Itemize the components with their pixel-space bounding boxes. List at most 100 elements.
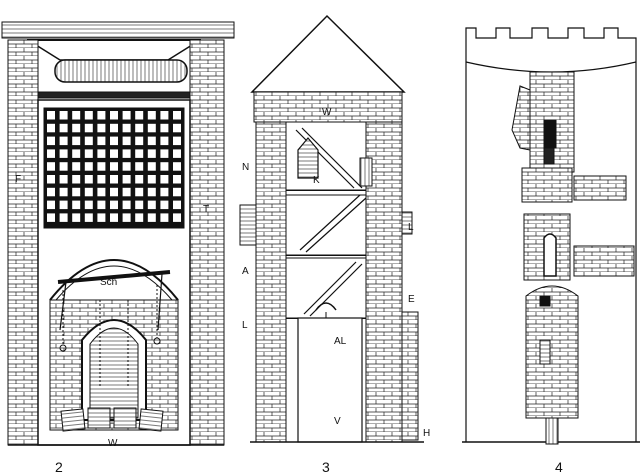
portcullis-opening <box>173 123 181 133</box>
portcullis-opening <box>84 200 93 210</box>
portcullis-opening <box>122 149 131 158</box>
side-oriel <box>239 204 257 246</box>
portcullis-opening <box>110 123 118 133</box>
label-W-panel2: W <box>108 438 118 449</box>
portcullis-opening <box>147 200 156 210</box>
portcullis-opening <box>84 175 93 184</box>
label-A: A <box>242 266 249 277</box>
portcullis-opening <box>122 111 131 120</box>
label-H: H <box>423 428 430 439</box>
left-wall <box>7 39 39 446</box>
drawbridge-boards <box>60 407 164 432</box>
tower-parapet <box>253 91 403 123</box>
portcullis-opening <box>160 149 169 158</box>
label-Sch: Sch <box>100 277 117 288</box>
portcullis-opening <box>110 213 118 222</box>
portcullis-opening <box>135 111 144 120</box>
portcullis-opening <box>59 149 68 158</box>
portcullis-opening <box>110 136 118 146</box>
battlements <box>465 27 637 62</box>
panel-4-tower-cutaway <box>462 27 640 445</box>
outer-wall-annex <box>401 311 419 441</box>
broken-masonry <box>511 85 531 151</box>
side-annex-lower <box>573 245 635 277</box>
portcullis-opening <box>173 162 181 171</box>
portcullis-opening <box>173 175 181 184</box>
portcullis-opening <box>135 213 144 222</box>
portcullis-opening <box>122 213 131 222</box>
portcullis-opening <box>160 200 169 210</box>
tower-roof <box>250 14 406 93</box>
label-L-upper: L <box>408 222 414 233</box>
portcullis-opening <box>97 187 106 197</box>
portcullis-opening <box>59 123 68 133</box>
portcullis-opening <box>59 111 68 120</box>
portcullis-opening <box>47 162 55 171</box>
portcullis-opening <box>72 162 81 171</box>
portcullis-opening <box>97 200 106 210</box>
arched-window <box>543 233 557 277</box>
portcullis-opening <box>122 162 131 171</box>
tower-window <box>359 157 373 187</box>
panel-2-gatehouse <box>1 21 235 446</box>
label-N: N <box>242 162 249 173</box>
portcullis-opening <box>147 213 156 222</box>
portcullis-opening <box>135 123 144 133</box>
portcullis-opening <box>147 162 156 171</box>
portcullis-opening <box>147 123 156 133</box>
portcullis-opening <box>97 136 106 146</box>
label-E: E <box>408 294 415 305</box>
portcullis-opening <box>135 162 144 171</box>
portcullis-opening <box>84 123 93 133</box>
swing-beam <box>57 270 171 284</box>
portcullis-opening <box>72 149 81 158</box>
portcullis-opening <box>122 200 131 210</box>
portcullis-opening <box>122 123 131 133</box>
portcullis-opening <box>110 149 118 158</box>
label-K: K <box>313 175 320 186</box>
figure-number-3: 3 <box>322 459 330 475</box>
portcullis-opening <box>147 187 156 197</box>
label-AL: AL <box>334 336 347 347</box>
tower-base-shaft <box>545 417 559 445</box>
portcullis-openings <box>47 111 181 222</box>
label-T: T <box>203 204 209 215</box>
label-V: V <box>334 416 341 427</box>
portcullis-opening <box>84 149 93 158</box>
portcullis-opening <box>59 187 68 197</box>
figure-number-2: 2 <box>55 459 63 475</box>
portcullis-opening <box>59 200 68 210</box>
portcullis-opening <box>97 111 106 120</box>
portcullis-opening <box>110 175 118 184</box>
portcullis-opening <box>160 213 169 222</box>
portcullis-opening <box>47 136 55 146</box>
portcullis-opening <box>72 111 81 120</box>
portcullis-opening <box>59 213 68 222</box>
portcullis-opening <box>84 111 93 120</box>
portcullis-opening <box>110 162 118 171</box>
portcullis-opening <box>47 187 55 197</box>
side-annex-upper <box>573 175 627 201</box>
portcullis-opening <box>135 149 144 158</box>
portcullis-opening <box>72 136 81 146</box>
portcullis-opening <box>147 175 156 184</box>
portcullis-opening <box>47 149 55 158</box>
portcullis-opening <box>135 136 144 146</box>
portcullis-opening <box>47 200 55 210</box>
portcullis-opening <box>47 111 55 120</box>
portcullis-opening <box>160 162 169 171</box>
portcullis-opening <box>97 123 106 133</box>
right-wall <box>189 39 225 446</box>
portcullis-opening <box>173 136 181 146</box>
portcullis-opening <box>147 149 156 158</box>
portcullis-opening <box>122 136 131 146</box>
portcullis-opening <box>110 200 118 210</box>
portcullis-opening <box>135 200 144 210</box>
portcullis-opening <box>72 200 81 210</box>
portcullis-opening <box>135 187 144 197</box>
dungeon-hatch <box>315 302 337 311</box>
portcullis-opening <box>72 175 81 184</box>
portcullis-opening <box>160 111 169 120</box>
portcullis-opening <box>173 149 181 158</box>
